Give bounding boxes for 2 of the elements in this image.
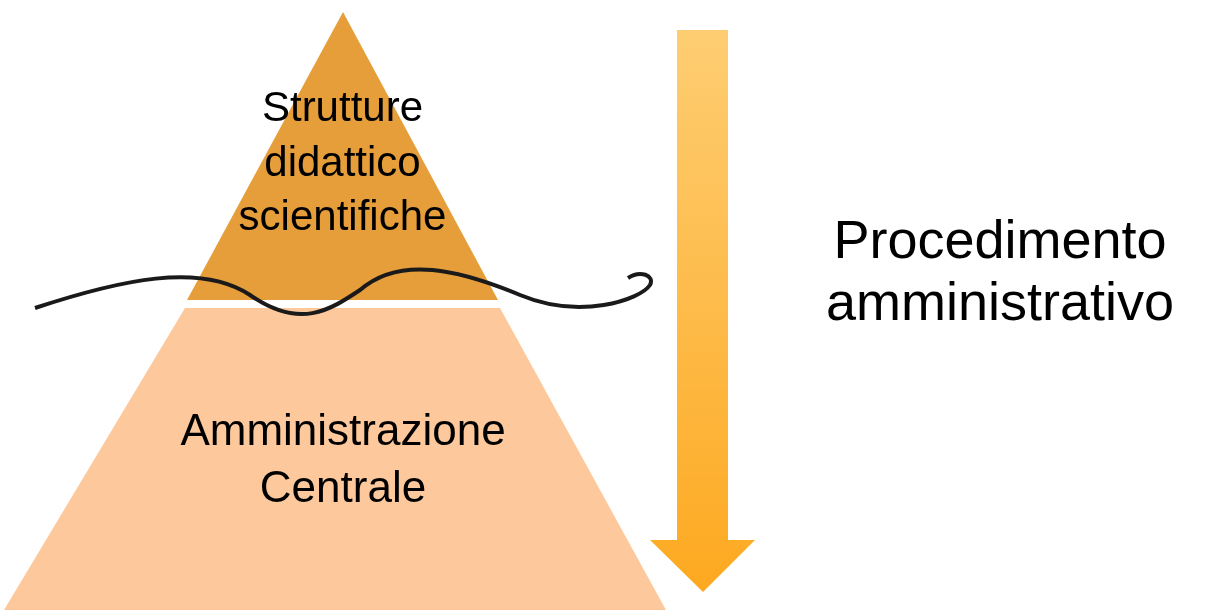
process-label: Procedimento amministrativo [824,208,1176,333]
tier-label: Amministrazione Centrale [179,404,507,514]
